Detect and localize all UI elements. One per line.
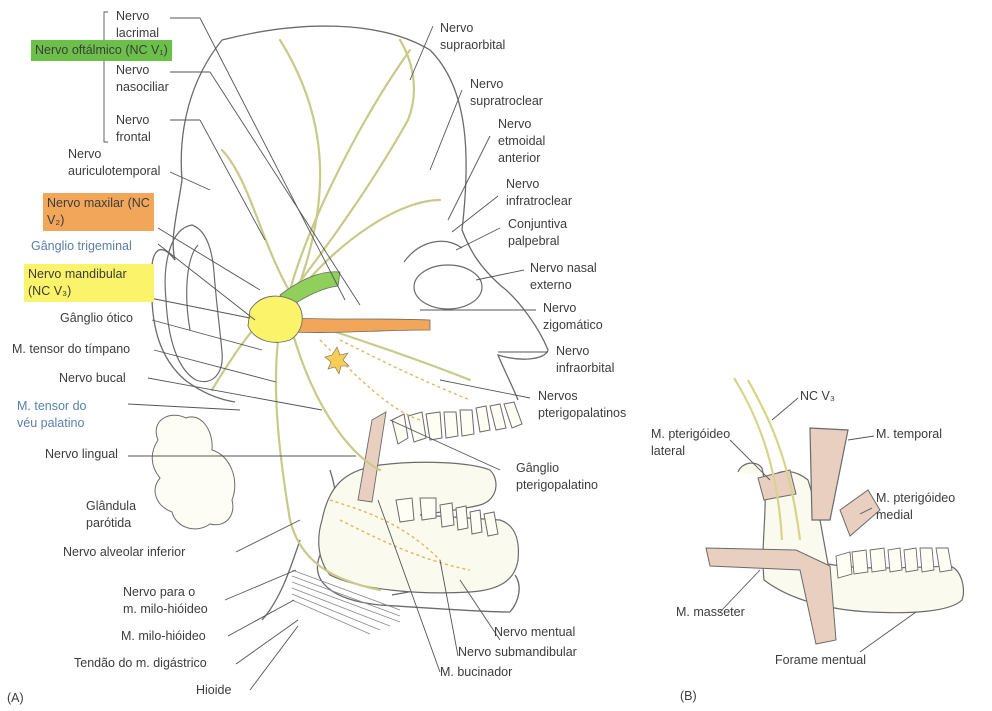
label-line: lateral — [651, 443, 730, 460]
label-line: pterigopalatino — [516, 477, 598, 494]
label-tensor-veli-palatini: M. tensor do véu palatino — [17, 398, 86, 432]
label-line: Nervos — [538, 388, 626, 405]
label-line: (NC V₁) — [125, 43, 167, 57]
masseter-muscle — [706, 548, 836, 644]
label-nerve-to-mylohyoid: Nervo para o m. milo-hióideo — [123, 584, 208, 618]
pterygoid-medial-muscle — [840, 490, 880, 536]
label-line: pterigopalatinos — [538, 405, 626, 422]
label-line: Glândula — [86, 498, 136, 515]
label-line: palpebral — [508, 233, 567, 250]
maxillary-division — [292, 318, 430, 333]
label-trigeminal-ganglion: Gânglio trigeminal — [31, 238, 132, 255]
label-buccinator-muscle: M. bucinador — [440, 664, 512, 681]
ophthalmic-nerve-box: Nervo oftálmico (NC V₁) — [31, 40, 172, 61]
label-supratrochlear-nerve: Nervo supratroclear — [470, 76, 543, 110]
label-line: externo — [530, 277, 597, 294]
label-line: Nervo — [116, 62, 169, 79]
label-hyoid: Hioide — [196, 682, 231, 699]
pterygopalatine-ganglion — [325, 347, 349, 374]
label-line: Nervo para o — [123, 584, 208, 601]
label-infraorbital-nerve: Nervo infraorbital — [556, 343, 614, 377]
label-lateral-pterygoid: M. pterigóideo lateral — [651, 426, 730, 460]
label-auriculotemporal-nerve: Nervo auriculotemporal — [68, 146, 160, 180]
label-line: anterior — [498, 150, 545, 167]
label-line: Nervo — [68, 146, 160, 163]
maxillary-nerve-box: Nervo maxilar (NC V₂) — [43, 193, 154, 231]
label-palpebral-conjunctiva: Conjuntiva palpebral — [508, 216, 567, 250]
label-lingual-nerve: Nervo lingual — [45, 446, 118, 463]
label-line: Nervo — [498, 116, 545, 133]
label-line: frontal — [116, 129, 151, 146]
trigeminal-ganglion — [248, 296, 302, 342]
label-line: Conjuntiva — [508, 216, 567, 233]
label-line: Nervo — [35, 43, 68, 57]
label-line: M. tensor do — [17, 398, 86, 415]
label-mental-nerve: Nervo mentual — [494, 624, 575, 641]
panel-a-marker: (A) — [7, 690, 24, 707]
label-line: infratroclear — [506, 193, 572, 210]
label-line: supraorbital — [440, 37, 505, 54]
label-line: Nervo — [556, 343, 614, 360]
label-line: supratroclear — [470, 93, 543, 110]
label-line: medial — [876, 507, 955, 524]
label-line: Nervo — [506, 176, 572, 193]
label-parotid-gland: Glândula parótida — [86, 498, 136, 532]
label-line: zigomático — [543, 317, 603, 334]
label-line: Nervo — [440, 20, 505, 37]
label-supraorbital-nerve: Nervo supraorbital — [440, 20, 505, 54]
label-zygomatic-nerve: Nervo zigomático — [543, 300, 603, 334]
label-line: lacrimal — [116, 25, 159, 42]
label-line: m. milo-hióideo — [123, 601, 208, 618]
label-external-nasal-nerve: Nervo nasal externo — [530, 260, 597, 294]
label-line: Nervo — [116, 112, 151, 129]
label-line: Nervo nasal — [530, 260, 597, 277]
label-line: Nervo — [470, 76, 543, 93]
label-anterior-ethmoidal-nerve: Nervo etmoidal anterior — [498, 116, 545, 167]
label-line: auriculotemporal — [68, 163, 160, 180]
label-digastric-tendon: Tendão do m. digástrico — [74, 655, 207, 672]
label-line: infraorbital — [556, 360, 614, 377]
label-submandibular-nerve: Nervo submandibular — [458, 644, 577, 661]
label-temporal-muscle: M. temporal — [876, 426, 942, 443]
label-line: oftálmico — [72, 43, 122, 57]
label-otic-ganglion: Gânglio ótico — [60, 310, 133, 327]
label-line: Nervo — [543, 300, 603, 317]
label-mental-foramen: Forame mentual — [775, 652, 866, 669]
label-line: Nervo — [116, 8, 159, 25]
label-inferior-alveolar-nerve: Nervo alveolar inferior — [63, 544, 185, 561]
panel-b-marker: (B) — [680, 688, 697, 705]
upper-teeth — [392, 402, 522, 444]
label-buccal-nerve: Nervo bucal — [59, 370, 126, 387]
label-pterygopalatine-nerves: Nervos pterigopalatinos — [538, 388, 626, 422]
label-nc-v3: NC V₃ — [800, 388, 835, 405]
label-line: Gânglio — [516, 460, 598, 477]
label-line: M. pterigóideo — [651, 426, 730, 443]
label-line: M. pterigóideo — [876, 490, 955, 507]
label-line: Nervo maxilar — [47, 196, 124, 210]
label-line: nasociliar — [116, 79, 169, 96]
label-line: parótida — [86, 515, 136, 532]
label-masseter-muscle: M. masseter — [676, 604, 745, 621]
label-lacrimal-nerve: Nervo lacrimal — [116, 8, 159, 42]
eye — [404, 241, 482, 309]
label-nasociliary-nerve: Nervo nasociliar — [116, 62, 169, 96]
label-infratrochlear-nerve: Nervo infratroclear — [506, 176, 572, 210]
label-line: (NC V₃) — [28, 284, 71, 298]
label-pterygopalatine-ganglion: Gânglio pterigopalatino — [516, 460, 598, 494]
label-medial-pterygoid: M. pterigóideo medial — [876, 490, 955, 524]
label-tensor-tympani: M. tensor do tímpano — [12, 341, 130, 358]
label-line: véu palatino — [17, 415, 86, 432]
label-mylohyoid-muscle: M. milo-hióideo — [121, 628, 206, 645]
parotid-gland — [152, 415, 235, 529]
label-frontal-nerve: Nervo frontal — [116, 112, 151, 146]
label-line: etmoidal — [498, 133, 545, 150]
label-line: Nervo mandibular — [28, 267, 127, 281]
mandibular-nerve-box: Nervo mandibular (NC V₃) — [24, 264, 154, 302]
